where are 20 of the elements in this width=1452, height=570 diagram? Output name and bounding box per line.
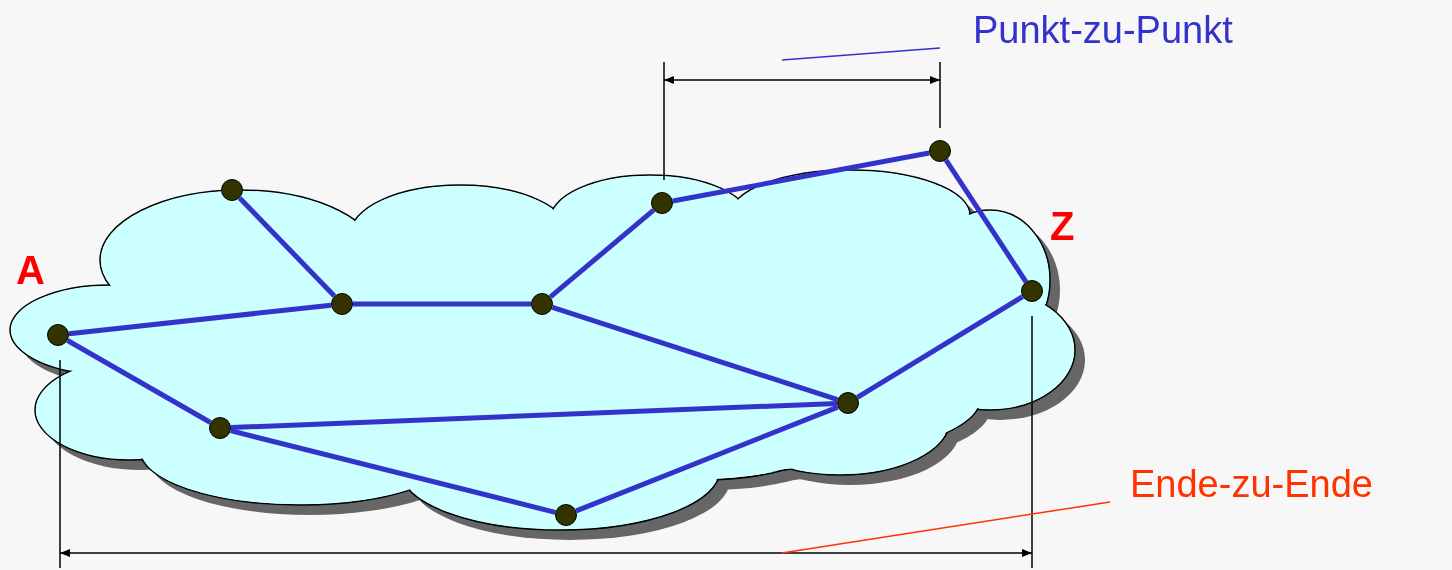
network-link [672,150,930,204]
annotation-label: Punkt-zu-Punkt [940,8,1233,52]
node-dot [929,140,951,162]
network-link [237,196,337,298]
network-link [856,294,1024,400]
endpoint-label: A [16,248,45,292]
network-link [353,301,531,307]
network-link [68,302,332,337]
annotation-label: Ende-zu-Ende [1110,462,1373,506]
network-link [551,305,839,402]
network-link [230,400,838,431]
leader-line [781,501,1111,554]
leader-line [781,47,941,61]
network-link [943,158,1029,284]
network-link [66,338,212,425]
endpoint-label: Z [1050,204,1075,248]
network-link [230,428,556,515]
network-link [548,208,656,299]
node-dot [221,179,243,201]
network-link [575,404,839,514]
